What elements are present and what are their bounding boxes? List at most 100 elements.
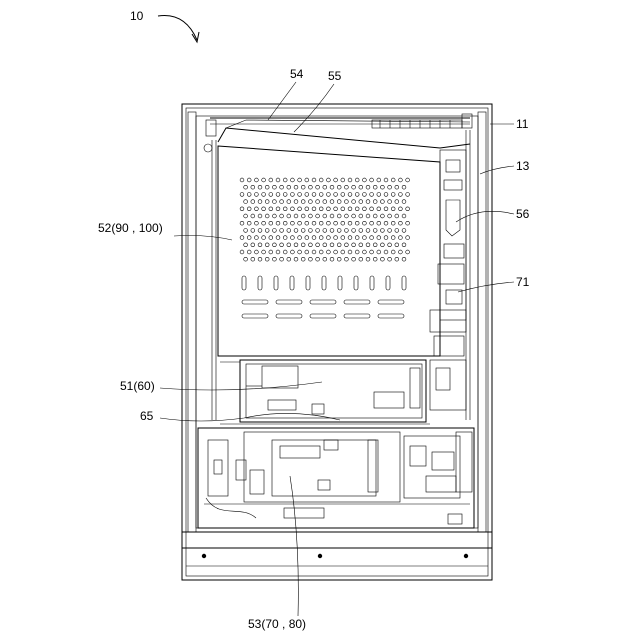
perforation-hole [258,257,262,261]
perforation-hole [291,221,295,225]
perforation-hole [341,178,345,182]
unit-52 [218,146,440,356]
perforation-hole [345,185,349,189]
perforation-hole [359,229,363,233]
perforation-hole [384,207,388,211]
perforation-hole [316,243,320,247]
perforation-hole [265,257,269,261]
perforation-hole [240,221,244,225]
perforation-hole [381,214,385,218]
perforation-hole [309,257,313,261]
perforation-hole [269,236,273,240]
perforation-hole [283,193,287,197]
perforation-hole [337,185,341,189]
perforation-hole [323,185,327,189]
perforation-hole [291,236,295,240]
perforation-hole [319,178,323,182]
perforation-hole [330,243,334,247]
perforation-hole [255,207,259,211]
perforation-hole [345,200,349,204]
perforation-hole [334,221,338,225]
perforation-hole [395,257,399,261]
perforation-hole [251,200,255,204]
perforation-hole [287,185,291,189]
unit-53 [198,428,474,528]
perforation-hole [309,200,313,204]
perforation-hole [373,200,377,204]
perforation-hole [323,229,327,233]
perforation-hole [402,229,406,233]
perforation-hole [309,185,313,189]
perforation-hole [276,193,280,197]
perforation-hole [359,185,363,189]
perforation-hole [273,200,277,204]
perforation-hole [316,200,320,204]
label-51: 51(60) [120,379,155,393]
perforation-hole [240,207,244,211]
horizontal-slot [310,300,336,304]
perforation-hole [366,257,370,261]
perforation-hole [373,229,377,233]
perforation-hole [327,193,331,197]
perforation-hole [305,193,309,197]
leader-56 [456,211,514,222]
perforation-hole [262,178,266,182]
perforation-hole [258,200,262,204]
perforation-hole [345,243,349,247]
perforation-hole [258,229,262,233]
perforation-hole [319,221,323,225]
perforation-hole [334,236,338,240]
perforation-hole [406,193,410,197]
perforation-hole [312,207,316,211]
perforation-hole [276,178,280,182]
perforation-hole [377,236,381,240]
perforation-hole [337,214,341,218]
perforation-hole [244,257,248,261]
perforation-hole [341,250,345,254]
leader-54 [268,82,296,120]
perforation-hole [305,236,309,240]
perforation-hole [391,207,395,211]
perforation-hole [316,229,320,233]
perforation-hole [399,250,403,254]
perforation-hole [262,250,266,254]
perforation-hole [294,243,298,247]
perforation-hole [301,185,305,189]
perforation-hole [312,236,316,240]
vertical-slot [258,276,262,290]
perforation-hole [352,229,356,233]
perforation-hole [301,229,305,233]
perforation-hole [265,214,269,218]
perforation-hole [240,193,244,197]
perforation-hole [366,185,370,189]
perforation-hole [327,250,331,254]
perforation-hole [305,250,309,254]
perforation-hole [276,250,280,254]
perforation-hole [251,229,255,233]
perforation-hole [395,214,399,218]
perforation-hole [377,178,381,182]
perforation-hole [395,243,399,247]
perforation-hole [330,200,334,204]
perforation-hole [352,214,356,218]
perforation-hole [280,185,284,189]
perforation-hole [327,207,331,211]
inner-frame [196,116,478,528]
perforation-hole [247,236,251,240]
perforation-hole [406,221,410,225]
perforation-hole [355,178,359,182]
perforation-hole [258,243,262,247]
vertical-slot [402,276,406,290]
perforation-hole [388,243,392,247]
perforation-hole [359,243,363,247]
perforation-hole [273,229,277,233]
perforation-hole [240,178,244,182]
perforation-hole [280,257,284,261]
perforation-grid [240,178,409,261]
perforation-hole [280,200,284,204]
perforation-hole [399,207,403,211]
perforation-hole [287,200,291,204]
perforation-hole [337,229,341,233]
perforation-hole [269,250,273,254]
